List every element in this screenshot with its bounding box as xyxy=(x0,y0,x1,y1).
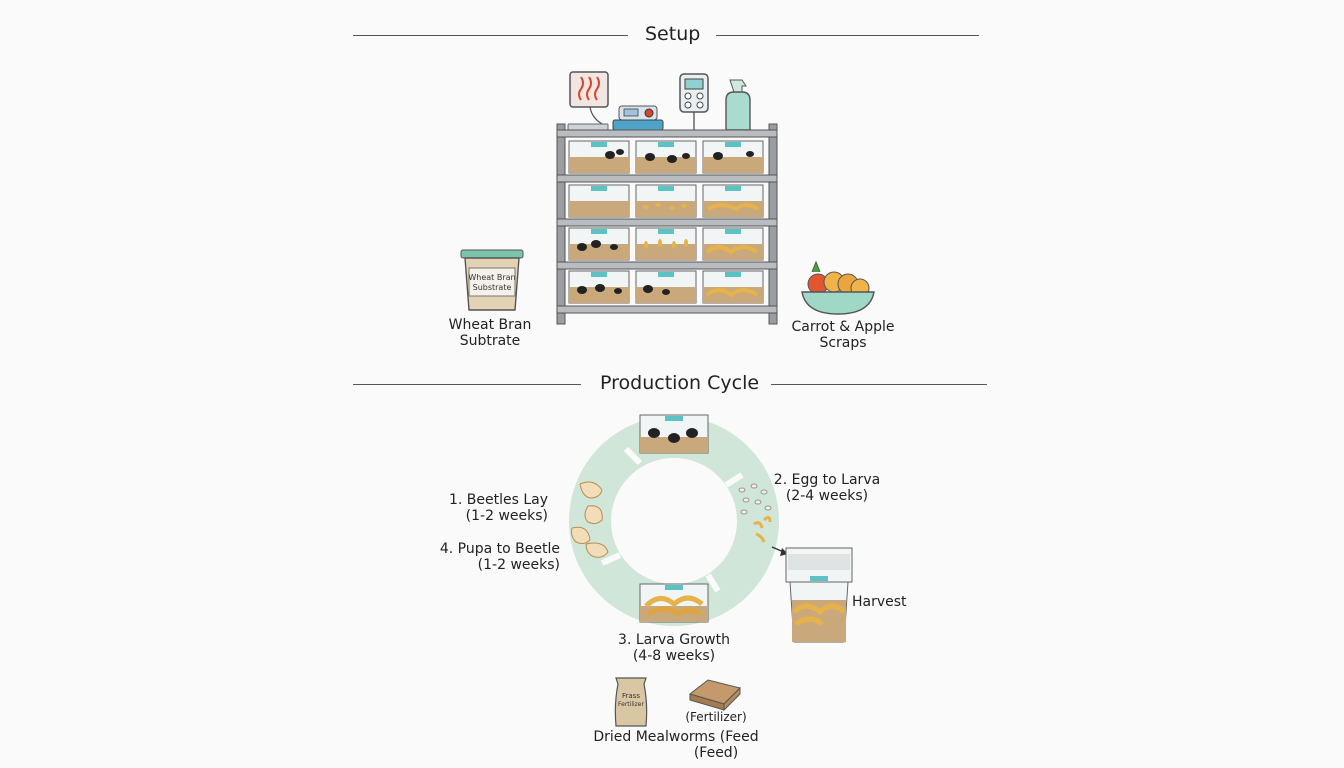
heater-icon xyxy=(567,71,609,131)
step2-label: 2. Egg to Larva (2-4 weeks) xyxy=(768,472,886,504)
fertilizer-block-icon xyxy=(688,679,741,712)
heat-mat-controller-icon xyxy=(612,105,664,131)
step3-line1: 3. Larva Growth xyxy=(618,632,730,648)
scraps-label: Carrot & Apple Scraps xyxy=(778,319,908,351)
bin-row-2 xyxy=(568,184,764,218)
step1-line1: 1. Beetles Lay xyxy=(448,492,548,508)
beetle-bin-icon xyxy=(639,414,709,454)
setup-rule-right xyxy=(716,35,979,36)
wheat-bran-label-2: Subtrate xyxy=(459,333,521,349)
setup-title: Setup xyxy=(633,23,713,45)
wheat-bran-label-1: Wheat Bran xyxy=(448,317,532,333)
tub-text-1: Wheat Bran xyxy=(468,273,515,282)
scraps-label-1: Carrot & Apple xyxy=(791,319,895,335)
step3-line2: (4-8 weeks) xyxy=(632,648,716,664)
frass-bag-icon: Frass Fertilizer xyxy=(614,677,648,727)
wheat-bran-label: Wheat Bran Subtrate xyxy=(430,317,550,349)
harvest-bin-icon xyxy=(785,547,853,643)
step3-label: 3. Larva Growth (4-8 weeks) xyxy=(612,632,736,664)
fertilizer-label: (Fertilizer) xyxy=(685,710,747,724)
step4-label: 4. Pupa to Beetle (1-2 weeks) xyxy=(420,541,560,573)
step4-line1: 4. Pupa to Beetle xyxy=(439,541,560,557)
cycle-rule-left xyxy=(353,384,581,385)
bin-row-3 xyxy=(568,227,764,261)
bin-row-1 xyxy=(568,140,764,174)
wheat-bran-tub-icon: Wheat Bran Substrate xyxy=(460,249,524,311)
pupae-icon xyxy=(571,481,609,558)
shelf-unit xyxy=(556,123,778,325)
step1-label: 1. Beetles Lay (1-2 weeks) xyxy=(430,492,548,524)
spray-bottle-icon xyxy=(725,79,751,131)
dried-mealworms-label: Dried Mealworms (Feed (Feed) xyxy=(590,729,762,761)
cycle-rule-right xyxy=(763,384,987,385)
dried-line1: Dried Mealworms (Feed xyxy=(593,729,759,745)
step4-line2: (1-2 weeks) xyxy=(477,557,560,573)
bin-row-4 xyxy=(568,270,764,304)
shelf-bins xyxy=(568,140,764,304)
cycle-title: Production Cycle xyxy=(588,372,772,394)
tub-text-2: Substrate xyxy=(473,283,512,292)
harvest-label: Harvest xyxy=(852,594,907,610)
larva-bin-icon xyxy=(639,583,709,623)
step1-line2: (1-2 weeks) xyxy=(465,508,548,524)
setup-rule-left xyxy=(353,35,628,36)
eggs-icon xyxy=(738,483,772,543)
step2-line2: (2-4 weeks) xyxy=(785,488,869,504)
scraps-bowl-icon xyxy=(801,260,875,315)
bag-text-2: Fertilizer xyxy=(618,701,644,708)
step2-line1: 2. Egg to Larva xyxy=(773,472,881,488)
scraps-label-2: Scraps xyxy=(819,335,867,351)
bag-text-1: Frass xyxy=(622,692,640,700)
dried-line2: (Feed) xyxy=(693,745,739,761)
thermostat-icon xyxy=(679,73,709,130)
